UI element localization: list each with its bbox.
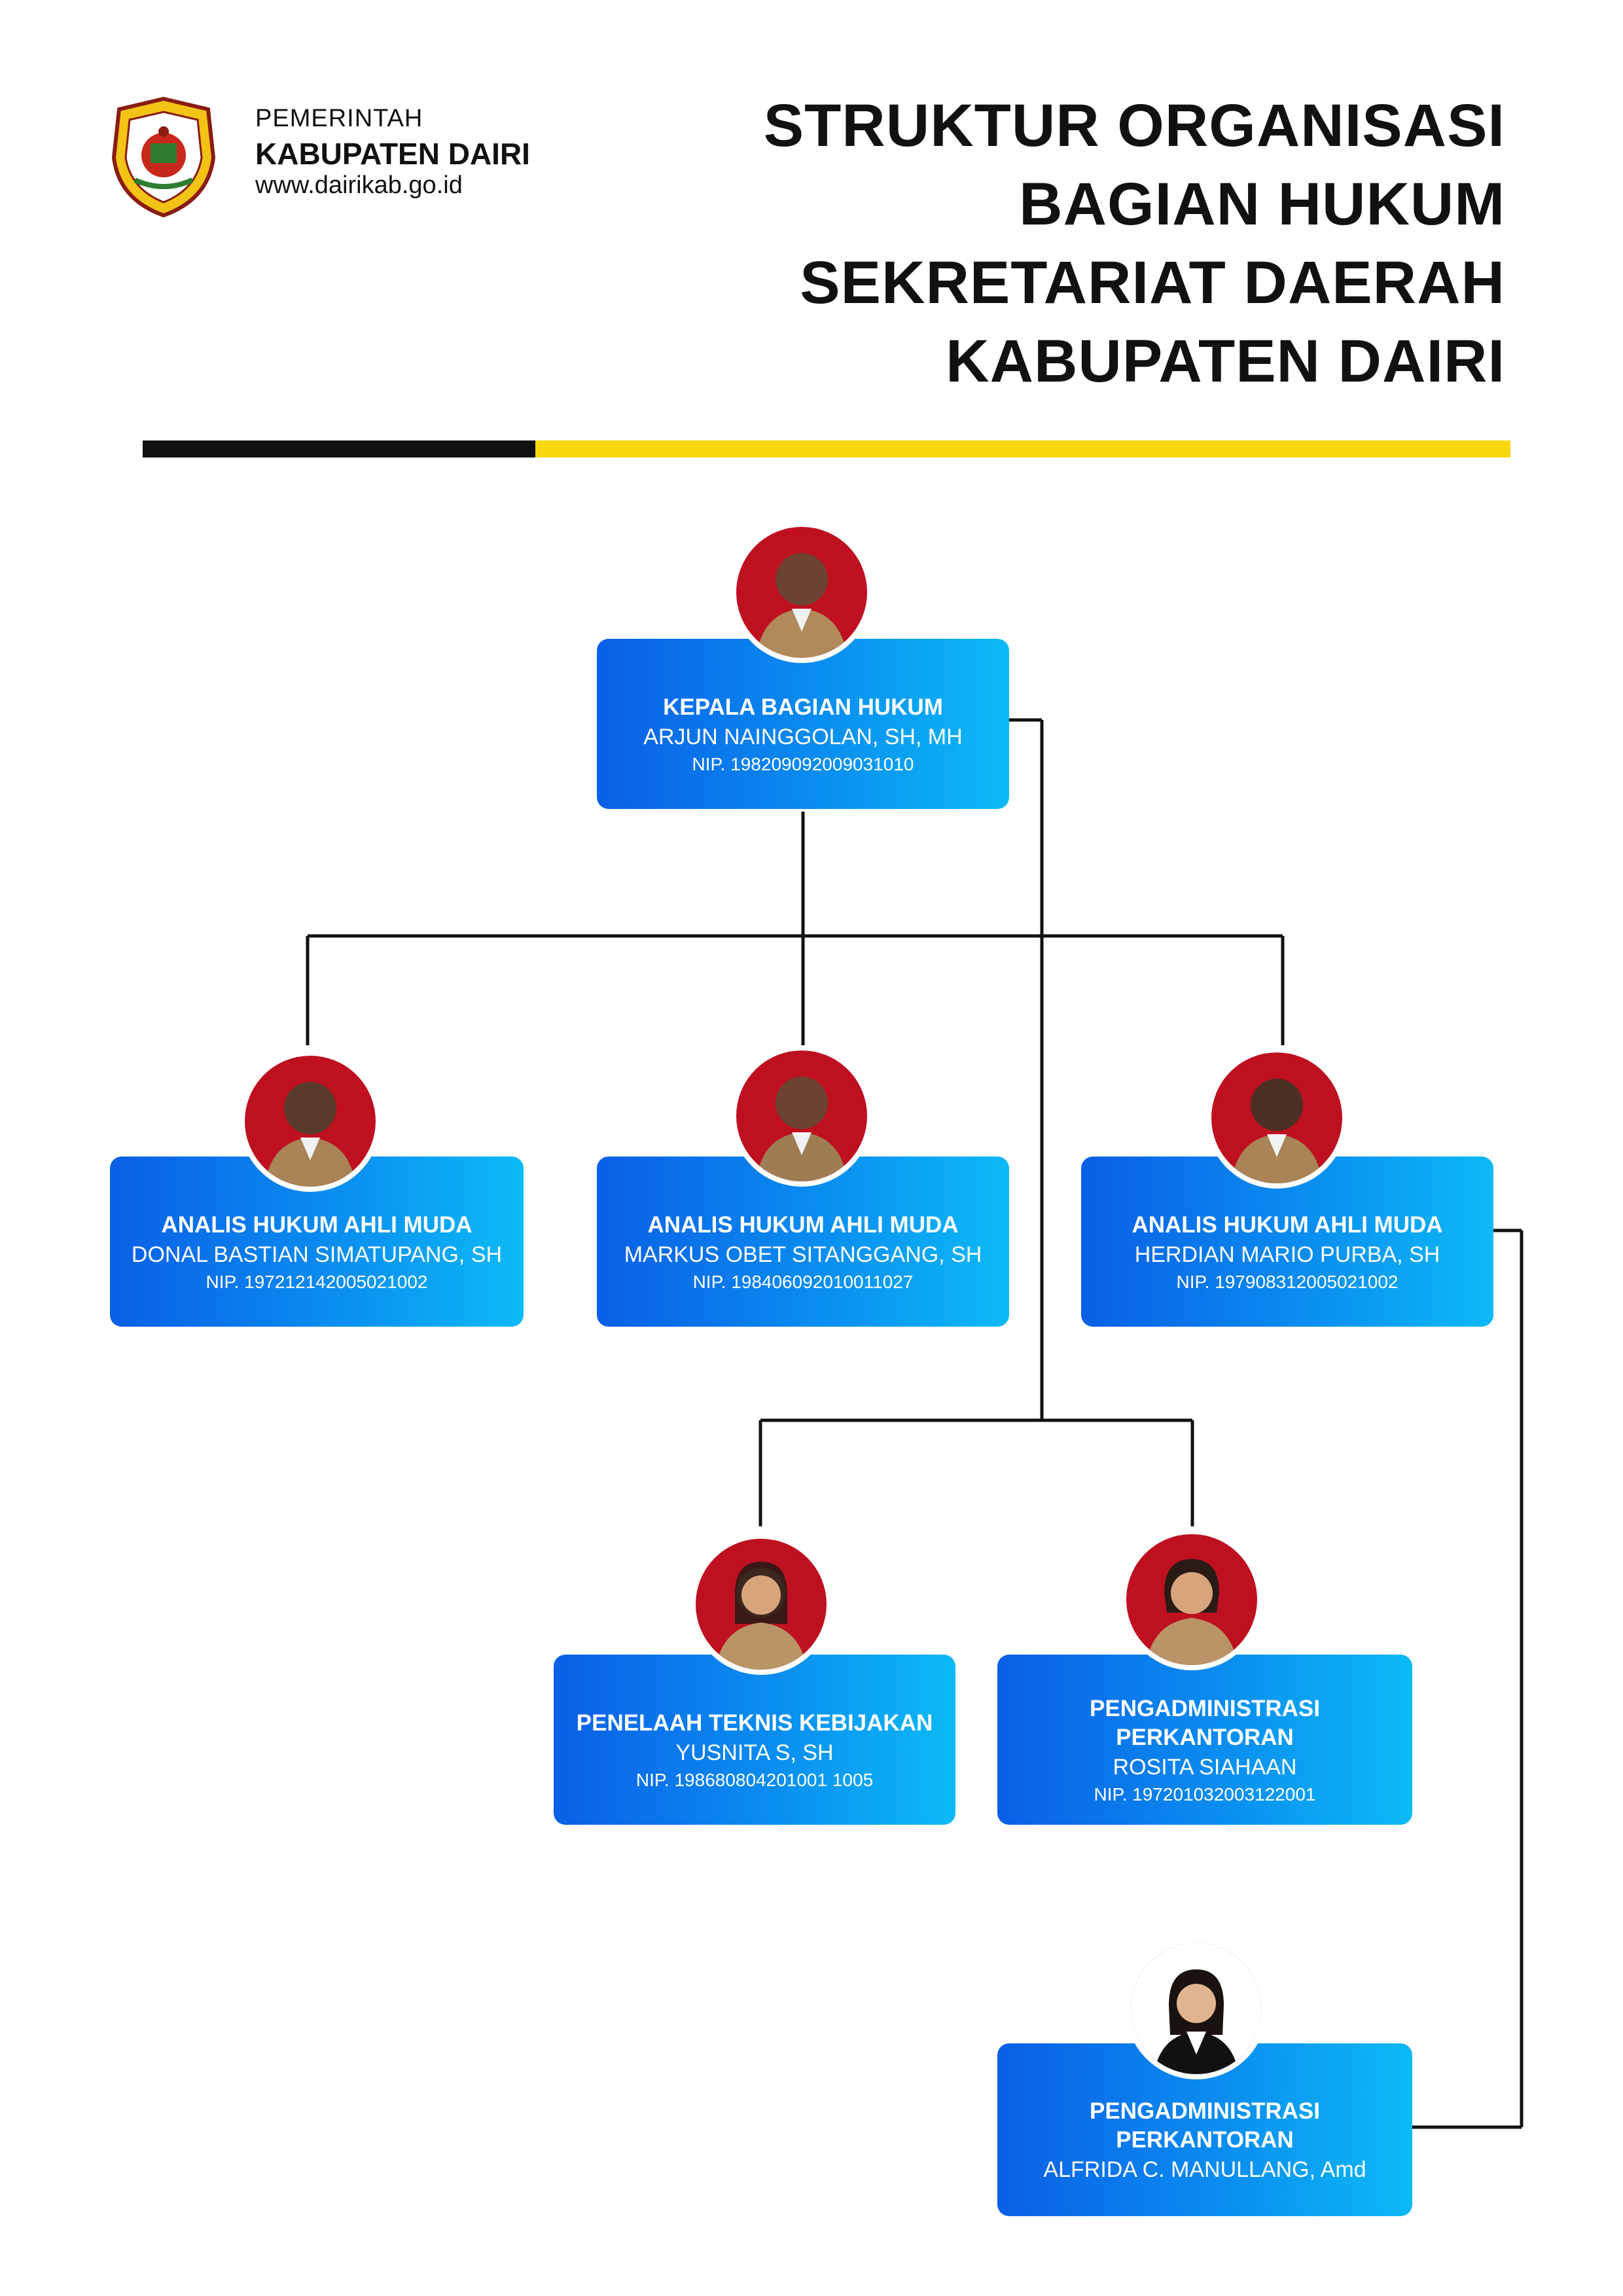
divider-yellow xyxy=(535,440,1510,457)
analyst-2-name: MARKUS OBET SITANGGANG, SH xyxy=(624,1242,982,1267)
government-label: PEMERINTAH xyxy=(255,105,423,132)
analyst-2-avatar xyxy=(731,1045,872,1187)
page-title-line-1: STRUKTUR ORGANISASI xyxy=(763,92,1505,159)
analyst-1-avatar xyxy=(240,1050,381,1192)
analyst-2-role: ANALIS HUKUM AHLI MUDA xyxy=(647,1212,959,1238)
analyst-1-name: DONAL BASTIAN SIMATUPANG, SH xyxy=(131,1242,503,1267)
analyst-3-name: HERDIAN MARIO PURBA, SH xyxy=(1134,1242,1440,1267)
staff-1-role: PENELAAH TEKNIS KEBIJAKAN xyxy=(576,1710,933,1736)
card-staff-1: PENELAAH TEKNIS KEBIJAKAN YUSNITA S, SH … xyxy=(554,1655,955,1825)
page-title-line-2: BAGIAN HUKUM xyxy=(1019,171,1505,238)
analyst-1-role: ANALIS HUKUM AHLI MUDA xyxy=(161,1212,473,1238)
staff-2-role: PENGADMINISTRASI PERKANTORAN xyxy=(1090,1696,1320,1750)
head-name: ARJUN NAINGGOLAN, SH, MH xyxy=(643,725,963,749)
analyst-2-nip: NIP. 198406092010011027 xyxy=(692,1272,914,1292)
analyst-3-role: ANALIS HUKUM AHLI MUDA xyxy=(1132,1212,1443,1238)
kabupaten-dairi-logo xyxy=(110,95,218,219)
admin-avatar xyxy=(1126,1938,1267,2079)
website-link[interactable]: www.dairikab.go.id xyxy=(255,171,463,199)
staff-2-name: ROSITA SIAHAAN xyxy=(1113,1755,1297,1780)
staff-2-nip: NIP. 197201032003122001 xyxy=(1094,1784,1316,1804)
page-title-line-4: KABUPATEN DAIRI xyxy=(946,328,1505,395)
divider-black xyxy=(143,440,535,457)
analyst-3-avatar xyxy=(1206,1047,1347,1189)
card-head: KEPALA BAGIAN HUKUM ARJUN NAINGGOLAN, SH… xyxy=(597,639,1009,809)
admin-name: ALFRIDA C. MANULLANG, Amd xyxy=(1043,2157,1366,2182)
government-name: KABUPATEN DAIRI xyxy=(255,137,530,171)
staff-1-name: YUSNITA S, SH xyxy=(675,1740,834,1765)
analyst-1-nip: NIP. 197212142005021002 xyxy=(205,1272,428,1292)
staff-1-nip: NIP. 198680804201001 1005 xyxy=(635,1770,874,1790)
head-role: KEPALA BAGIAN HUKUM xyxy=(663,694,943,720)
head-avatar xyxy=(731,522,872,663)
card-staff-2: PENGADMINISTRASI PERKANTORAN ROSITA SIAH… xyxy=(997,1655,1412,1825)
analyst-3-nip: NIP. 197908312005021002 xyxy=(1176,1272,1399,1292)
page-title-line-3: SEKRETARIAT DAERAH xyxy=(800,249,1505,316)
staff-1-avatar xyxy=(690,1534,832,1675)
head-nip: NIP. 198209092009031010 xyxy=(692,754,914,774)
staff-2-avatar xyxy=(1121,1529,1262,1670)
card-analyst-1: ANALIS HUKUM AHLI MUDA DONAL BASTIAN SIM… xyxy=(110,1157,524,1327)
admin-role: PENGADMINISTRASI PERKANTORAN xyxy=(1090,2098,1320,2153)
